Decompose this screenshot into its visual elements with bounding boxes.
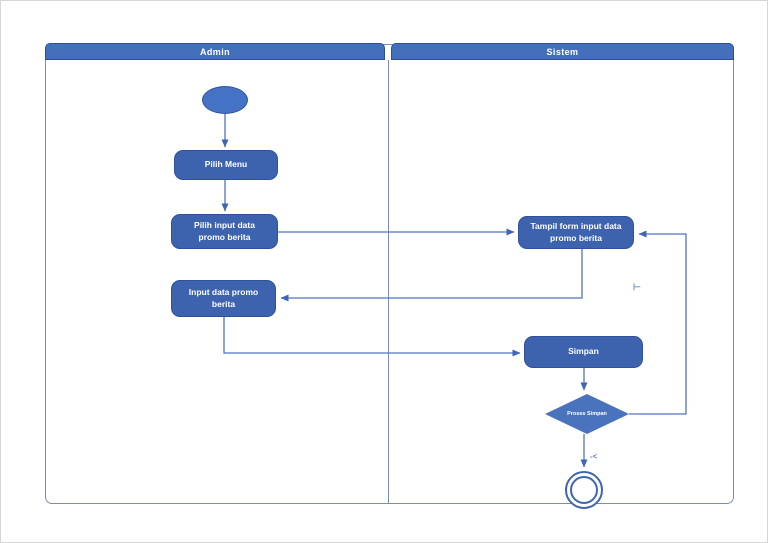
initial-node (202, 86, 248, 114)
activity-simpan: Simpan (524, 336, 643, 368)
activity-pilih-menu: Pilih Menu (174, 150, 278, 180)
activity-label: Input data promo berita (188, 287, 259, 309)
branch-annotation-mark: -< (590, 452, 598, 461)
activity-label: Pilih input data promo berita (194, 220, 255, 242)
branch-annotation-mark: ⊢ (633, 282, 641, 292)
lane-header-sistem: Sistem (391, 43, 734, 60)
lane-label-admin: Admin (200, 46, 230, 57)
activity-label: Tampil form input data promo berita (530, 221, 622, 243)
edge-tampil-form-to-input-data (280, 249, 583, 302)
activity-input-data-promo-berita: Input data promo berita (171, 280, 276, 317)
final-node (565, 471, 603, 509)
decision-label: Proses Simpan (567, 411, 607, 417)
activity-tampil-form-input-data-promo-berita: Tampil form input data promo berita (518, 216, 634, 249)
lane-header-admin: Admin (45, 43, 385, 60)
edge-proses-simpan-to-tampil-form (629, 230, 687, 415)
activity-label: Simpan (568, 346, 599, 357)
activity-pilih-input-data-promo-berita: Pilih input data promo berita (171, 214, 278, 249)
swimlane-container (45, 44, 734, 504)
activity-label: Pilih Menu (204, 159, 248, 170)
lane-divider (388, 60, 389, 504)
lane-label-sistem: Sistem (546, 46, 579, 57)
final-node-inner-ring (570, 476, 598, 504)
edge-input-data-to-simpan (223, 317, 521, 357)
